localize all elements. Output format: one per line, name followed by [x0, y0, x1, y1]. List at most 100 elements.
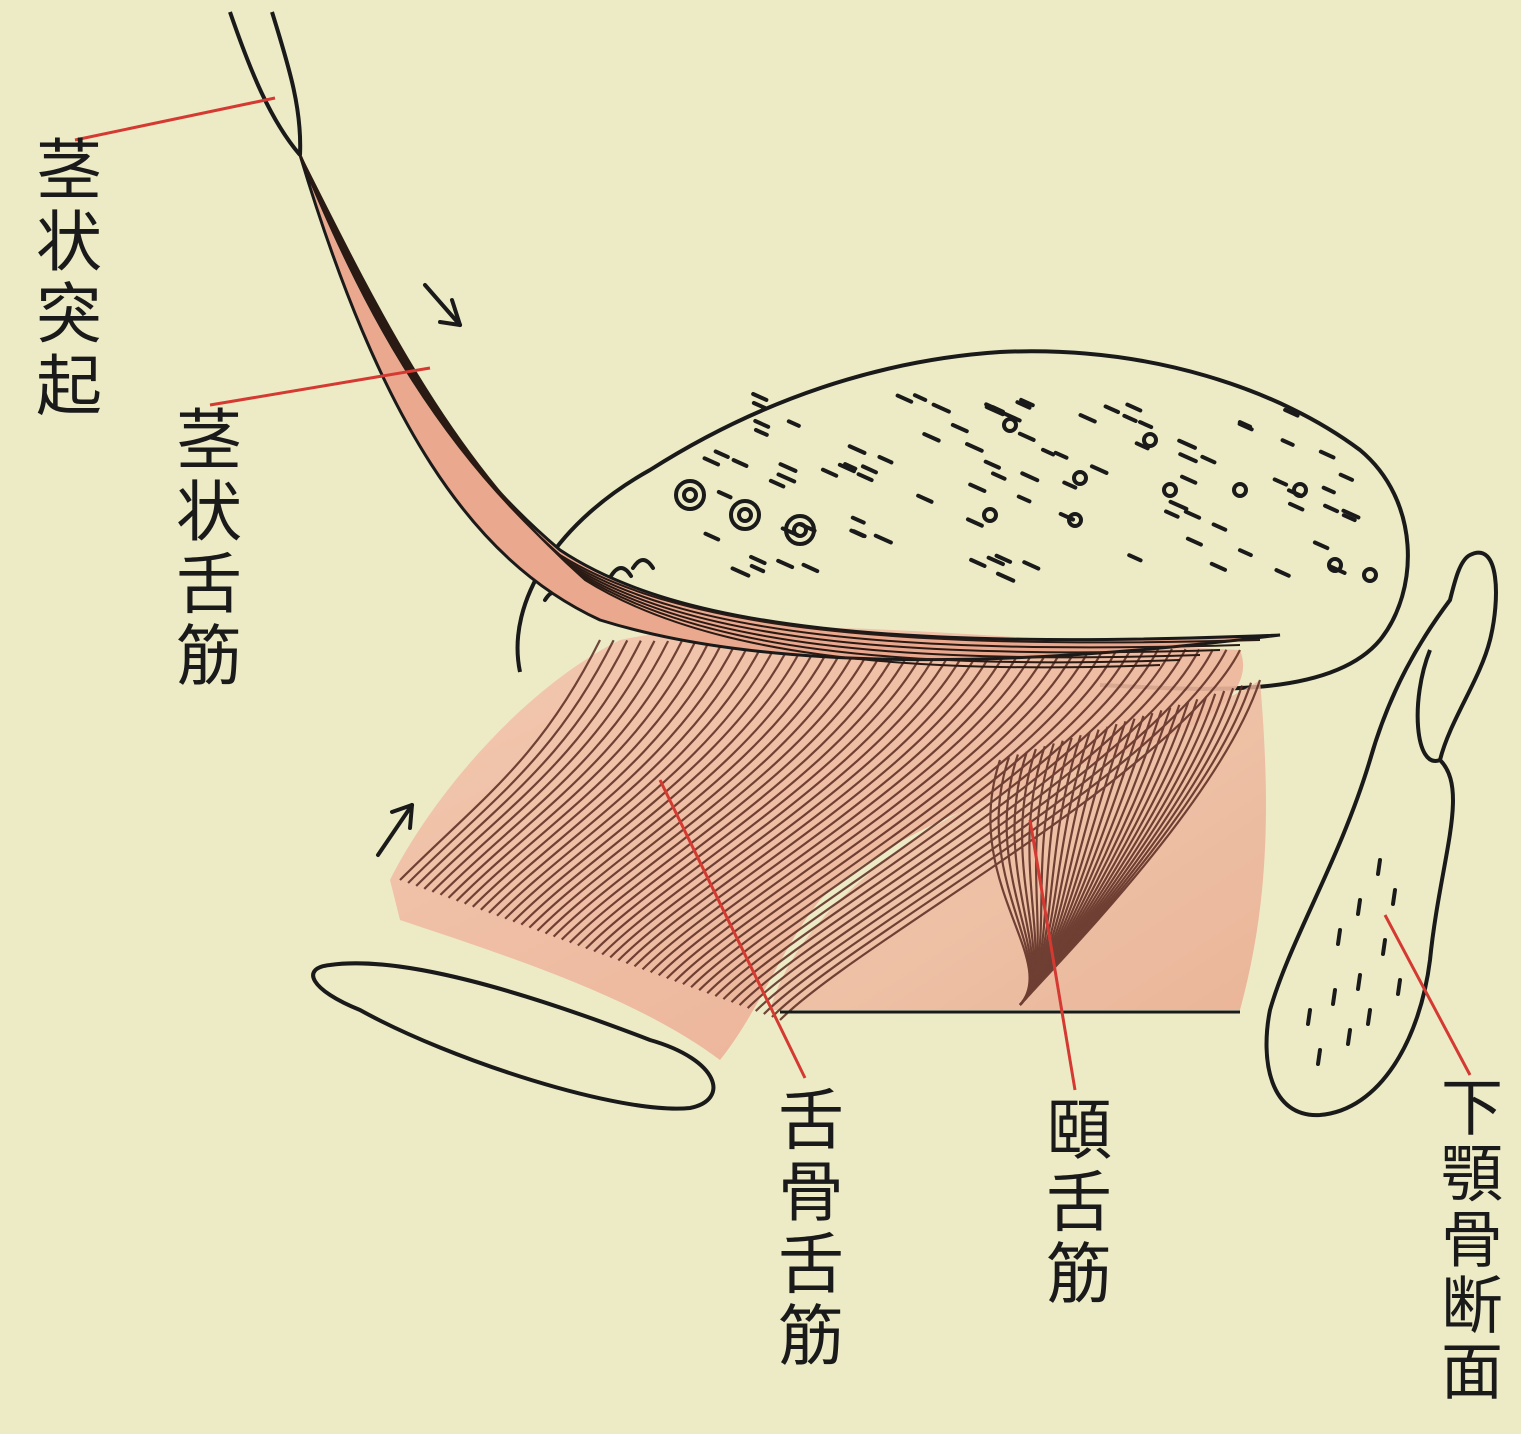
papilla-mark [1283, 440, 1293, 445]
papilla-mark [753, 394, 766, 400]
papilla-mark [778, 561, 792, 567]
papilla-mark [1290, 504, 1302, 510]
papilla-mark [734, 460, 747, 466]
mandible-mark [1393, 890, 1395, 904]
papilla-mark [998, 574, 1013, 581]
mandible-mark [1398, 980, 1400, 994]
papilla-mark [1022, 473, 1037, 480]
papilla-mark [754, 403, 765, 408]
mandible-mark [1333, 990, 1335, 1004]
mandible-mark [1368, 1010, 1370, 1024]
papilla-mark [1129, 555, 1140, 560]
papilla-swirl [676, 481, 704, 509]
papilla-mark [1341, 475, 1352, 480]
papilla-mark [924, 434, 938, 440]
mandible-mark [1358, 975, 1360, 989]
papilla-mark [823, 470, 836, 476]
papilla-mark [1092, 466, 1107, 473]
papilla-mark [970, 485, 984, 491]
papilla-circle [1164, 484, 1176, 496]
papilla-mark [1106, 406, 1118, 412]
papilla-swirl [731, 501, 759, 529]
papilla-mark [733, 568, 749, 575]
papilla-mark [1276, 570, 1288, 576]
papilla-mark [1166, 511, 1178, 516]
papilla-mark [851, 531, 863, 536]
papilla-mark [934, 405, 949, 412]
label-mandible-section: 下顎骨断面 [1435, 1075, 1497, 1405]
papilla-mark [789, 421, 799, 426]
papilla-circle [1294, 484, 1306, 496]
papilla-mark [1140, 422, 1151, 427]
papilla-mark [1056, 453, 1067, 458]
papilla-mark [879, 457, 891, 462]
papilla-mark [918, 496, 931, 502]
papilla-mark [1186, 512, 1199, 518]
mandible-mark [1358, 900, 1360, 914]
papilla-circle [1144, 434, 1156, 446]
papilla-mark [1020, 434, 1034, 440]
papilla-mark [1315, 542, 1327, 548]
papilla-mark [705, 458, 719, 464]
papilla-mark [719, 492, 731, 497]
papilla-mark [1124, 416, 1135, 421]
label-styloid-process: 茎状突起 [30, 135, 96, 423]
styloid-process-outline [230, 12, 300, 155]
papilla-mark [1171, 502, 1187, 509]
mandible-mark [1378, 860, 1380, 874]
papilla-mark [967, 444, 982, 451]
papilla-circle [984, 509, 996, 521]
papilla-mark [1212, 564, 1225, 570]
papilla-circle [1004, 419, 1016, 431]
papilla-mark [863, 466, 876, 472]
arrow-downward [425, 285, 460, 325]
papilla-mark [1180, 454, 1196, 461]
papilla-mark [853, 518, 864, 523]
mandible-mark [1308, 1010, 1310, 1024]
papilla-mark [953, 425, 967, 431]
papilla-circle [1329, 559, 1341, 571]
papilla-swirl-core [684, 489, 696, 501]
papilla-mark [1179, 441, 1195, 448]
styloglossus-fiber [300, 155, 1260, 642]
papilla-mark [716, 451, 728, 456]
papilla-mark [1325, 506, 1337, 511]
papilla-mark [971, 560, 984, 566]
papilla-mark [993, 473, 1005, 478]
papilla-mark [1064, 483, 1075, 488]
papilla-mark [1324, 488, 1334, 493]
papilla-mark [771, 481, 783, 487]
label-hyoglossus: 舌骨舌筋 [772, 1085, 838, 1373]
papilla-mark [1214, 524, 1226, 529]
papilla-circle [1364, 569, 1376, 581]
tongue-papillae [545, 394, 1376, 600]
papilla-mark [756, 430, 767, 435]
papilla-circle [1234, 484, 1246, 496]
papilla-mark [876, 536, 891, 543]
papilla-mark [781, 464, 796, 471]
papilla-mark [1024, 562, 1038, 568]
leader-styloid-process [75, 98, 275, 140]
papilla-mark [915, 395, 925, 400]
papilla-mark [804, 565, 818, 571]
label-styloglossus: 茎状舌筋 [170, 405, 236, 693]
papilla-scale [611, 568, 631, 576]
arrow-upward [378, 805, 412, 855]
mandible-mark [1383, 940, 1385, 954]
papilla-mark [1202, 457, 1214, 462]
mandible-mark [1318, 1050, 1320, 1064]
papilla-mark [1127, 405, 1140, 411]
papilla-mark [1043, 450, 1053, 455]
papilla-circle [1069, 514, 1081, 526]
papilla-mark [751, 557, 765, 563]
label-genioglossus: 頤舌筋 [1040, 1095, 1106, 1311]
papilla-mark [986, 462, 999, 468]
papilla-swirl-core [794, 524, 806, 536]
styloglossus-fiber [300, 155, 1240, 647]
papilla-mark [778, 474, 794, 481]
papilla-mark [1188, 539, 1201, 545]
papilla-scale [633, 560, 653, 568]
papilla-mark [1275, 479, 1286, 484]
